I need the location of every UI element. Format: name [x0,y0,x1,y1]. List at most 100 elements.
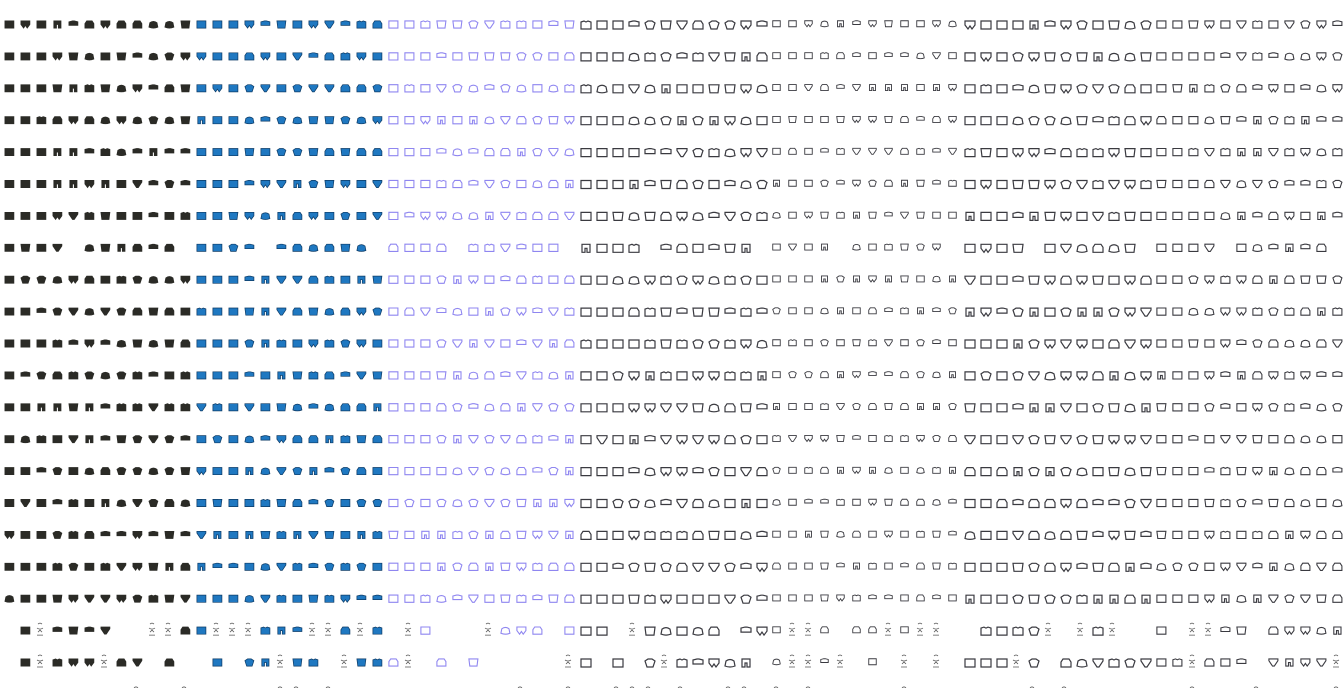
sprite-item [948,147,957,155]
sprite-item [564,20,575,29]
sprite-item [1236,275,1247,285]
sprite-item [484,52,495,61]
sprite-item [1012,530,1024,541]
sprite-item [453,435,462,444]
sprite-item [292,371,303,380]
sprite-item [1332,403,1343,412]
sprite-item [180,403,191,412]
sprite-item [1124,307,1136,318]
sprite-item [756,498,768,509]
sprite-item [356,658,367,667]
sprite-item [965,307,975,317]
sprite-item [708,307,720,317]
sprite-item [756,275,768,285]
sprite-item [1044,20,1056,27]
sprite-item [180,52,191,61]
sprite-item [564,403,575,412]
sprite-item [708,467,720,477]
sprite-item [644,116,656,126]
sprite-item [1268,339,1279,348]
sprite-item [837,466,844,474]
sprite-item [100,626,111,635]
sprite-item [132,435,143,444]
sprite-item [1172,179,1183,189]
sprite-item [404,307,415,316]
sprite-item [228,467,239,476]
sprite-item [436,498,447,508]
sprite-item [276,20,287,29]
sprite-item [1140,498,1152,509]
sprite-item [596,275,608,285]
sprite-item [340,626,351,635]
sprite-item [932,530,941,538]
sprite-item [628,594,640,604]
sprite-item [292,243,303,252]
sprite-item [1092,435,1104,445]
sprite-item [1124,403,1136,413]
sprite-item [100,594,111,603]
sprite-item [724,307,736,314]
sprite-item [164,435,175,444]
sprite-item [996,275,1008,285]
sprite-item [820,403,829,410]
sprite-item [1044,275,1056,286]
sprite-item [1300,466,1311,476]
sprite-item [1156,84,1167,93]
sprite-item [740,403,752,413]
sprite-item [837,307,844,315]
sprite-item [1108,52,1120,62]
sprite-item [1060,339,1072,349]
sprite-item [852,307,861,315]
sprite-item [84,244,95,252]
sprite-item [1060,84,1072,94]
sprite-item [724,562,736,572]
sprite-item [468,562,479,571]
sprite-item [404,147,415,157]
sprite-figure [276,654,284,668]
sprite-item [772,339,781,347]
sprite-item [868,339,877,347]
sprite-item [1172,84,1183,93]
sprite-item [20,499,31,507]
sprite-item [628,371,640,381]
sprite-item [196,467,207,476]
sprite-item [644,467,656,477]
sprite-item [820,626,829,634]
sprite-item [340,20,351,26]
sprite-item [1172,658,1183,667]
sprite-item [596,339,608,349]
sprite-item [1140,307,1152,317]
sprite-item [1156,307,1167,316]
sprite-item [84,499,95,507]
sprite-item [708,499,720,509]
sprite-item [1300,179,1311,186]
sprite-item [628,20,640,27]
sprite-item [340,435,351,444]
sprite-item [1300,307,1311,316]
sprite-item [788,498,797,506]
sprite-item [1172,371,1183,380]
sprite-item [724,594,736,604]
sprite-item [660,562,672,572]
sprite-item [292,658,303,667]
sprite-item [500,594,511,603]
sprite-item [292,20,303,29]
sprite-item [468,435,479,444]
sprite-item [933,84,940,92]
sprite-item [68,307,79,316]
sprite-item [180,148,191,154]
sprite-item [820,658,829,663]
sprite-item [1044,116,1056,126]
sprite-item [660,530,672,541]
sprite-item [1204,498,1215,508]
sprite-item [1252,20,1263,29]
sprite-item [548,466,559,476]
sprite-item [276,594,287,603]
sprite-item [740,531,752,540]
sprite-item [884,594,893,600]
sprite-item [1300,20,1311,29]
sprite-item [356,594,367,600]
sprite-item [916,371,925,379]
sprite-item [404,371,415,380]
sprite-item [628,116,640,126]
